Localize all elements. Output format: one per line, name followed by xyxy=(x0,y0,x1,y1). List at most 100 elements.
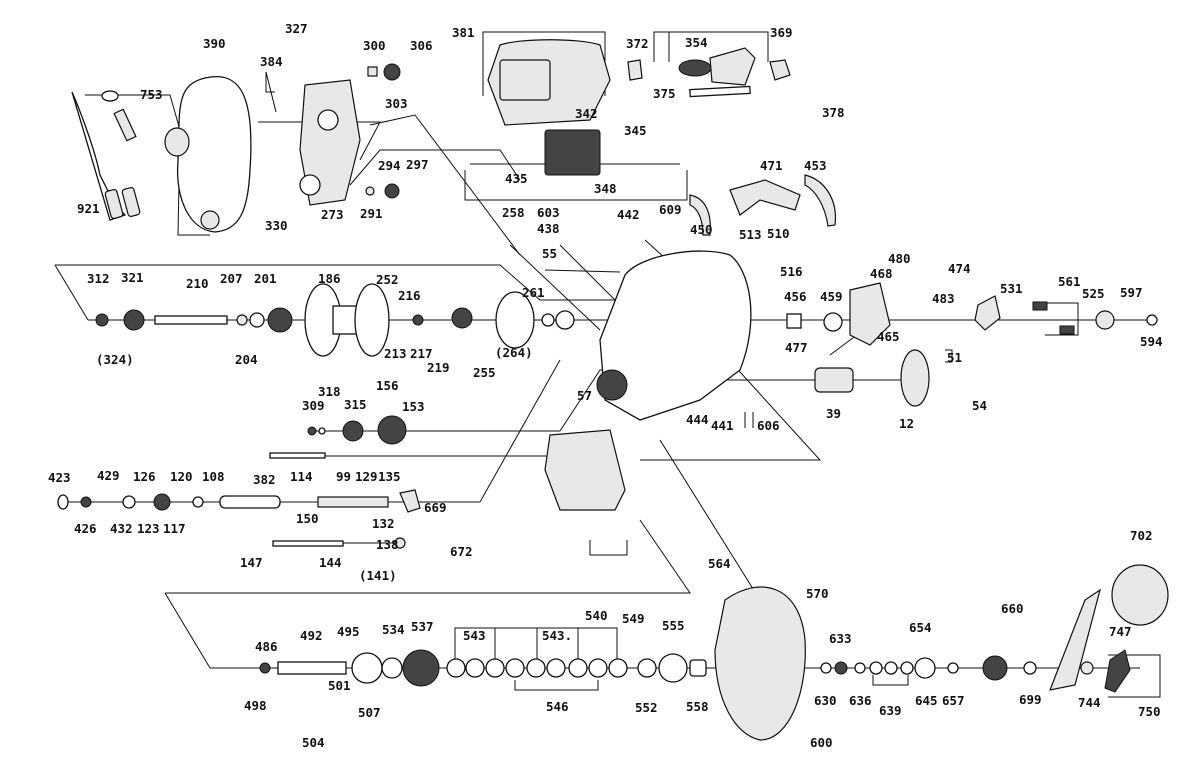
part-264 xyxy=(541,313,555,327)
part-507 xyxy=(351,652,383,684)
part-534 xyxy=(381,657,403,679)
label-555: 555 xyxy=(662,618,685,633)
label-54: 54 xyxy=(972,398,987,413)
label-516: 516 xyxy=(780,264,803,279)
part-123-gear xyxy=(153,493,171,511)
label-639: 639 xyxy=(879,703,902,718)
label-672: 672 xyxy=(450,544,473,559)
part-537-gear xyxy=(402,649,440,687)
label-135: 135 xyxy=(378,469,401,484)
label-204: 204 xyxy=(235,352,258,367)
part-561-spring-a xyxy=(1032,301,1048,311)
label-129: 129 xyxy=(355,469,378,484)
part-753-body xyxy=(113,108,137,142)
part-303-gear xyxy=(383,63,401,81)
part-921-plug-b xyxy=(121,186,141,218)
label-570: 570 xyxy=(806,586,829,601)
label-561: 561 xyxy=(1058,274,1081,289)
label-453: 453 xyxy=(804,158,827,173)
part-492-shaft xyxy=(277,661,347,675)
label-327: 327 xyxy=(285,21,308,36)
part-291 xyxy=(365,186,375,196)
label-318: 318 xyxy=(318,384,341,399)
part-474-arm xyxy=(974,295,1001,331)
part-375-bar xyxy=(689,85,751,98)
label-450: 450 xyxy=(690,222,713,237)
label-138: 138 xyxy=(376,537,399,552)
label-354: 354 xyxy=(685,35,708,50)
part-201-gear xyxy=(267,307,293,333)
label-600: 600 xyxy=(810,735,833,750)
label-375: 375 xyxy=(653,86,676,101)
label-549: 549 xyxy=(622,611,645,626)
label-108: 108 xyxy=(202,469,225,484)
label-441: 441 xyxy=(711,418,734,433)
label-654: 654 xyxy=(909,620,932,635)
label-744: 744 xyxy=(1078,695,1101,710)
part-186-spool-b xyxy=(354,283,390,357)
label-537: 537 xyxy=(411,619,434,634)
part-57-gear xyxy=(596,369,628,401)
part-465 xyxy=(849,282,891,346)
part-318 xyxy=(318,427,326,435)
label-699: 699 xyxy=(1019,692,1042,707)
part-309 xyxy=(307,426,317,436)
label-495: 495 xyxy=(337,624,360,639)
label-636: 636 xyxy=(849,693,872,708)
label-369: 369 xyxy=(770,25,793,40)
part-669-cover xyxy=(544,429,626,511)
label-432: 432 xyxy=(110,521,133,536)
label-216: 216 xyxy=(398,288,421,303)
label-426: 426 xyxy=(74,521,97,536)
label-492: 492 xyxy=(300,628,323,643)
label-321: 321 xyxy=(121,270,144,285)
part-558 xyxy=(689,659,707,677)
label-540: 540 xyxy=(585,608,608,623)
label-921: 921 xyxy=(77,201,100,216)
label-534: 534 xyxy=(382,622,405,637)
label-217: 217 xyxy=(410,346,433,361)
label-294: 294 xyxy=(378,158,401,173)
part-561-spring-b xyxy=(1059,325,1075,335)
label-141: (141) xyxy=(359,568,397,583)
label-201: 201 xyxy=(254,271,277,286)
part-labels: 390 753 921 327 384 300 306 303 294 297 … xyxy=(48,21,1163,750)
part-382-rod xyxy=(269,452,326,459)
label-315: 315 xyxy=(344,397,367,412)
label-603: 603 xyxy=(537,205,560,220)
part-471 xyxy=(729,179,801,216)
label-258: 258 xyxy=(502,205,525,220)
part-144 xyxy=(394,537,406,549)
part-456 xyxy=(786,313,802,329)
label-669: 669 xyxy=(424,500,447,515)
label-39: 39 xyxy=(826,406,841,421)
label-444: 444 xyxy=(686,412,709,427)
label-486: 486 xyxy=(255,639,278,654)
label-132: 132 xyxy=(372,516,395,531)
part-342-window xyxy=(499,59,551,101)
part-255 xyxy=(495,291,535,349)
label-429: 429 xyxy=(97,468,120,483)
part-570-plate xyxy=(714,586,806,741)
part-390-knob xyxy=(164,127,190,157)
part-main-frame xyxy=(599,250,752,421)
part-321-gear xyxy=(123,309,145,331)
part-204 xyxy=(249,312,265,328)
label-147: 147 xyxy=(240,555,263,570)
label-12: 12 xyxy=(899,416,914,431)
part-423 xyxy=(57,494,69,510)
label-303: 303 xyxy=(385,96,408,111)
label-477: 477 xyxy=(785,340,808,355)
part-921-plug-a xyxy=(104,188,124,220)
label-609: 609 xyxy=(659,202,682,217)
label-633: 633 xyxy=(829,631,852,646)
part-300 xyxy=(367,66,378,77)
part-273-plate xyxy=(299,79,361,206)
part-handle-arm xyxy=(1049,588,1101,691)
label-306: 306 xyxy=(410,38,433,53)
label-459: 459 xyxy=(820,289,843,304)
part-633 xyxy=(834,661,848,675)
label-474: 474 xyxy=(948,261,971,276)
label-153: 153 xyxy=(402,399,425,414)
